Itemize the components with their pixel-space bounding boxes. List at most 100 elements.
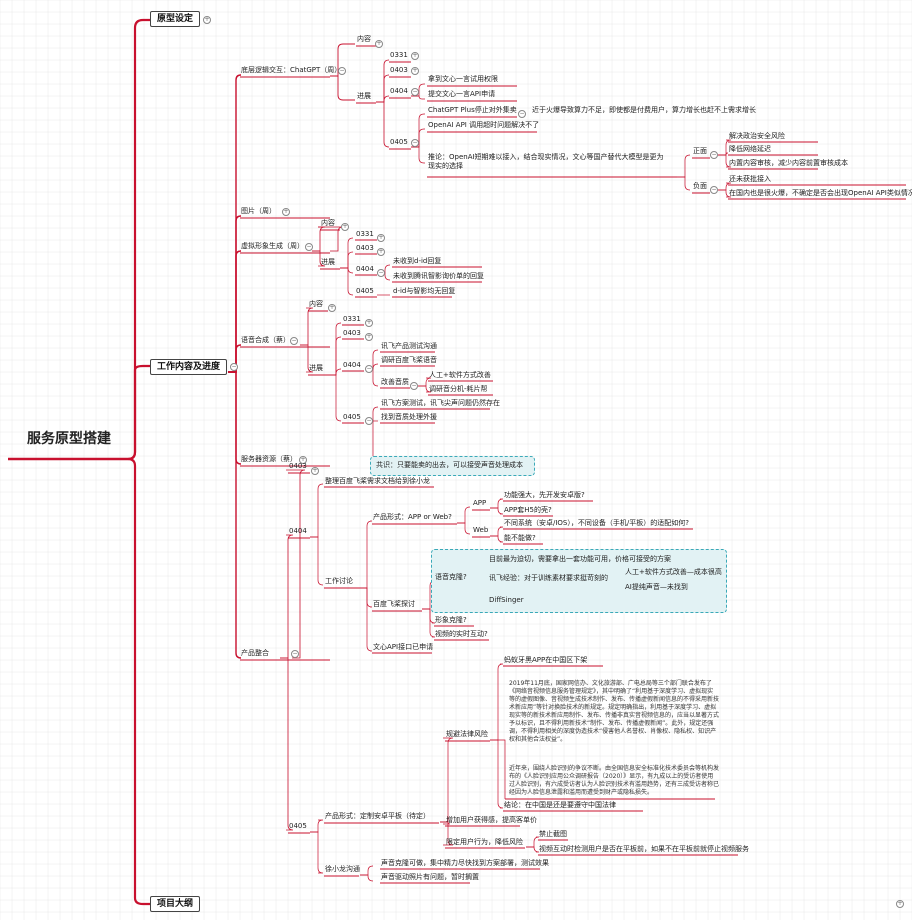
- expand-icon[interactable]: +: [203, 16, 211, 24]
- collapse-icon[interactable]: −: [377, 269, 385, 277]
- node-voice-content[interactable]: 内容: [309, 300, 323, 308]
- node-fwq[interactable]: 服务器资源（蔡）: [241, 455, 297, 463]
- expand-icon[interactable]: +: [365, 333, 373, 341]
- node-yy[interactable]: 语音合成（蔡）: [241, 336, 290, 344]
- collapse-icon[interactable]: −: [291, 650, 299, 658]
- collapse-icon[interactable]: −: [411, 139, 419, 147]
- node-x1[interactable]: 声音克隆可做，集中精力尽快找到方案部署，测试效果: [381, 859, 549, 867]
- date-d0331[interactable]: 0331: [390, 51, 408, 59]
- virtual-d0404[interactable]: 0404: [356, 265, 374, 273]
- node-web2[interactable]: 能不能做?: [504, 534, 536, 542]
- node-yz2[interactable]: 讯飞经验：对于训练素材要求挺苛刻的: [489, 574, 608, 582]
- collapse-icon[interactable]: −: [365, 417, 373, 425]
- voice-d0403[interactable]: 0403: [343, 329, 361, 337]
- expand-icon[interactable]: +: [299, 456, 307, 464]
- node-zm[interactable]: 正面: [693, 147, 707, 155]
- node-yy5[interactable]: 共识：只要能卖的出去，可以接受声音处理成本: [376, 461, 523, 469]
- topic-prototype-setting[interactable]: 原型设定: [150, 11, 201, 27]
- collapse-icon[interactable]: −: [410, 382, 418, 390]
- expand-icon[interactable]: +: [377, 248, 385, 256]
- product-0404[interactable]: 0404: [289, 527, 307, 535]
- node-yyzl[interactable]: 语音克隆?: [435, 573, 467, 581]
- expand-icon[interactable]: +: [311, 467, 319, 475]
- node-zm3[interactable]: 内置内容审核，减少内容前置审核成本: [729, 159, 848, 167]
- node-yy1[interactable]: 讯飞产品测试沟通: [381, 342, 437, 350]
- expand-icon[interactable]: +: [341, 223, 349, 231]
- collapse-icon[interactable]: −: [365, 365, 373, 373]
- expand-icon[interactable]: +: [411, 67, 419, 75]
- node-gsyz[interactable]: 改善音质: [381, 378, 409, 386]
- node-cpxs2[interactable]: 产品形式：定制安卓平板（待定）: [325, 812, 430, 820]
- product-0403[interactable]: 0403: [289, 462, 307, 470]
- node-bdfj[interactable]: 百度飞桨探讨: [373, 600, 415, 608]
- node-yz1[interactable]: 目前最为迫切，需要拿出一套功能可用，价格可接受的方案: [489, 555, 671, 563]
- node-did3[interactable]: d-id与智影均无回复: [393, 287, 456, 295]
- node-fm[interactable]: 负面: [693, 182, 707, 190]
- node-cgn[interactable]: 近于火爆导致算力不足，即使都是付费用户，算力增长也赶不上需求增长: [532, 106, 756, 114]
- node-yz2b[interactable]: AI提纯声音—未找到: [625, 583, 688, 591]
- node-jl[interactable]: 结论：在中国是还是要遵守中国法律: [504, 801, 616, 809]
- node-virtual-content[interactable]: 内容: [321, 219, 335, 227]
- node-web1[interactable]: 不同系统（安卓/IOS），不同设备（手机/平板）的适配如何?: [504, 519, 689, 527]
- node-gs1[interactable]: 人工+软件方式改善: [429, 371, 491, 379]
- expand-icon[interactable]: +: [282, 208, 290, 216]
- node-dcxh[interactable]: 底层逻辑交互：ChatGPT（周）: [241, 66, 342, 74]
- expand-icon[interactable]: +: [377, 234, 385, 242]
- node-xd2[interactable]: 视频互动时检测用户是否在平板前，如果不在平板前就停止视频服务: [539, 845, 749, 853]
- collapse-icon[interactable]: −: [518, 110, 526, 118]
- node-virtual-progress[interactable]: 进展: [321, 258, 335, 266]
- node-voice-progress[interactable]: 进展: [309, 364, 323, 372]
- collapse-icon[interactable]: −: [230, 363, 238, 371]
- node-gs2[interactable]: 调研音分机-耗片帮: [429, 385, 488, 393]
- collapse-icon[interactable]: −: [411, 88, 419, 96]
- node-sp[interactable]: 视频的实时互动?: [435, 630, 488, 638]
- product-0405[interactable]: 0405: [289, 822, 307, 830]
- expand-icon[interactable]: +: [411, 52, 419, 60]
- node-app1[interactable]: 功能强大，先开发安卓版?: [504, 491, 585, 499]
- node-wx1[interactable]: 拿到文心一言试用权限: [428, 75, 498, 83]
- node-did1[interactable]: 未收到d-id回复: [393, 257, 442, 265]
- node-nr[interactable]: 内容: [357, 35, 371, 43]
- root-topic[interactable]: 服务原型搭建: [27, 431, 111, 447]
- node-zl[interactable]: 整理百度飞桨需求文档给到徐小龙: [325, 477, 430, 485]
- node-zj[interactable]: 增加用户获得感，提高客单价: [446, 816, 537, 824]
- node-tl[interactable]: 推论：OpenAI短期难以接入，结合现实情况，文心等国产替代大模型是更为现实的选…: [428, 153, 664, 170]
- collapse-icon[interactable]: −: [710, 186, 718, 194]
- virtual-d0405[interactable]: 0405: [356, 287, 374, 295]
- node-yy2[interactable]: 调研百度飞桨语音: [381, 356, 437, 364]
- node-zm2[interactable]: 降低网络延迟: [729, 145, 771, 153]
- node-gztl[interactable]: 工作讨论: [325, 577, 353, 585]
- virtual-d0331[interactable]: 0331: [356, 230, 374, 238]
- expand-icon[interactable]: +: [328, 304, 336, 312]
- date-d0405[interactable]: 0405: [390, 138, 408, 146]
- node-xxl[interactable]: 徐小龙沟通: [325, 865, 360, 873]
- node-tp[interactable]: 图片（周）: [241, 207, 276, 215]
- node-app2[interactable]: APP套H5的壳?: [504, 506, 552, 514]
- collapse-icon[interactable]: −: [290, 337, 298, 345]
- node-cg[interactable]: ChatGPT Plus停止对外集卖: [428, 106, 517, 114]
- node-wx2[interactable]: 提交文心一言API申请: [428, 90, 496, 98]
- node-fm1[interactable]: 还未获批接入: [729, 175, 771, 183]
- node-jz[interactable]: 进展: [357, 92, 371, 100]
- node-cpxs[interactable]: 产品形式：APP or Web?: [373, 513, 452, 521]
- collapse-icon[interactable]: −: [710, 151, 718, 159]
- node-para1[interactable]: 2019年11月底，国家网信办、文化旅游部、广电总局等三个部门联合发布了《网络音…: [509, 680, 720, 743]
- date-d0404[interactable]: 0404: [390, 87, 408, 95]
- voice-d0405[interactable]: 0405: [343, 413, 361, 421]
- collapse-icon[interactable]: −: [338, 67, 346, 75]
- node-x2[interactable]: 声音驱动照片有问题，暂时搁置: [381, 873, 479, 881]
- node-xd1[interactable]: 禁止截图: [539, 830, 567, 838]
- voice-d0404[interactable]: 0404: [343, 361, 361, 369]
- node-xnx[interactable]: 虚拟形象生成（周）: [241, 242, 304, 250]
- node-did2[interactable]: 未收到腾讯智影询价单的回复: [393, 272, 484, 280]
- node-yy3[interactable]: 讯飞方案测试，讯飞尖声问题仍然存在: [381, 399, 500, 407]
- collapse-icon[interactable]: −: [305, 243, 313, 251]
- node-yz2a[interactable]: 人工+软件方式改善—成本很高: [625, 568, 722, 576]
- node-xxkl[interactable]: 形象克隆?: [435, 616, 467, 624]
- expand-icon[interactable]: +: [365, 319, 373, 327]
- node-fm2[interactable]: 在国内也是很火爆，不确定是否会出现OpenAI API类似情况: [729, 189, 912, 197]
- virtual-d0403[interactable]: 0403: [356, 244, 374, 252]
- node-xd[interactable]: 限定用户行为，降低风险: [446, 838, 523, 846]
- expand-icon[interactable]: +: [896, 900, 904, 908]
- node-para2[interactable]: 近年来，围绕人脸识别的争议不断。由全国信息安全标准化技术委员会等机构发布的《人脸…: [509, 765, 720, 796]
